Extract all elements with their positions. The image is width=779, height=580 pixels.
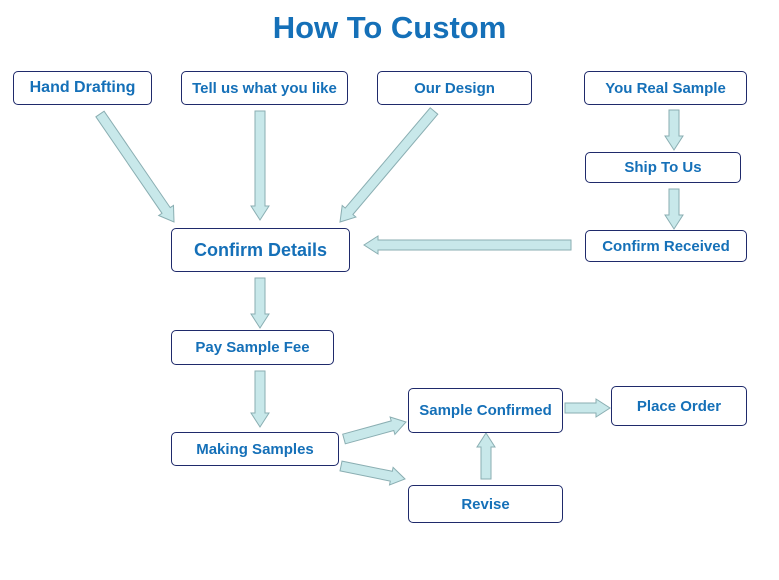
node-hand-drafting: Hand Drafting <box>13 71 152 105</box>
arrow-making-samples-to-sample-confirmed <box>342 416 407 445</box>
arrow-sample-confirmed-to-place-order <box>564 398 611 418</box>
node-revise: Revise <box>408 485 563 523</box>
arrow-hand-drafting-to-confirm-details <box>95 110 175 223</box>
arrow-confirm-details-to-pay-sample-fee <box>250 277 270 329</box>
node-our-design: Our Design <box>377 71 532 105</box>
node-tell-us: Tell us what you like <box>181 71 348 105</box>
node-sample-confirmed: Sample Confirmed <box>408 388 563 433</box>
node-making-samples: Making Samples <box>171 432 339 466</box>
diagram-title: How To Custom <box>272 10 507 45</box>
node-place-order: Place Order <box>611 386 747 426</box>
arrow-real-sample-to-ship-to-us <box>664 109 684 151</box>
node-real-sample: You Real Sample <box>584 71 747 105</box>
arrow-pay-sample-fee-to-making-samples <box>250 370 270 428</box>
node-confirm-details: Confirm Details <box>171 228 350 272</box>
arrow-ship-to-us-to-confirm-received <box>664 188 684 230</box>
node-ship-to-us: Ship To Us <box>585 152 741 183</box>
node-pay-sample-fee: Pay Sample Fee <box>171 330 334 365</box>
arrow-our-design-to-confirm-details <box>339 107 439 223</box>
arrow-tell-us-to-confirm-details <box>250 110 270 221</box>
arrow-revise-to-sample-confirmed <box>476 432 496 480</box>
arrow-making-samples-to-revise <box>339 460 406 486</box>
arrow-confirm-received-to-confirm-details <box>363 235 572 255</box>
node-confirm-received: Confirm Received <box>585 230 747 262</box>
